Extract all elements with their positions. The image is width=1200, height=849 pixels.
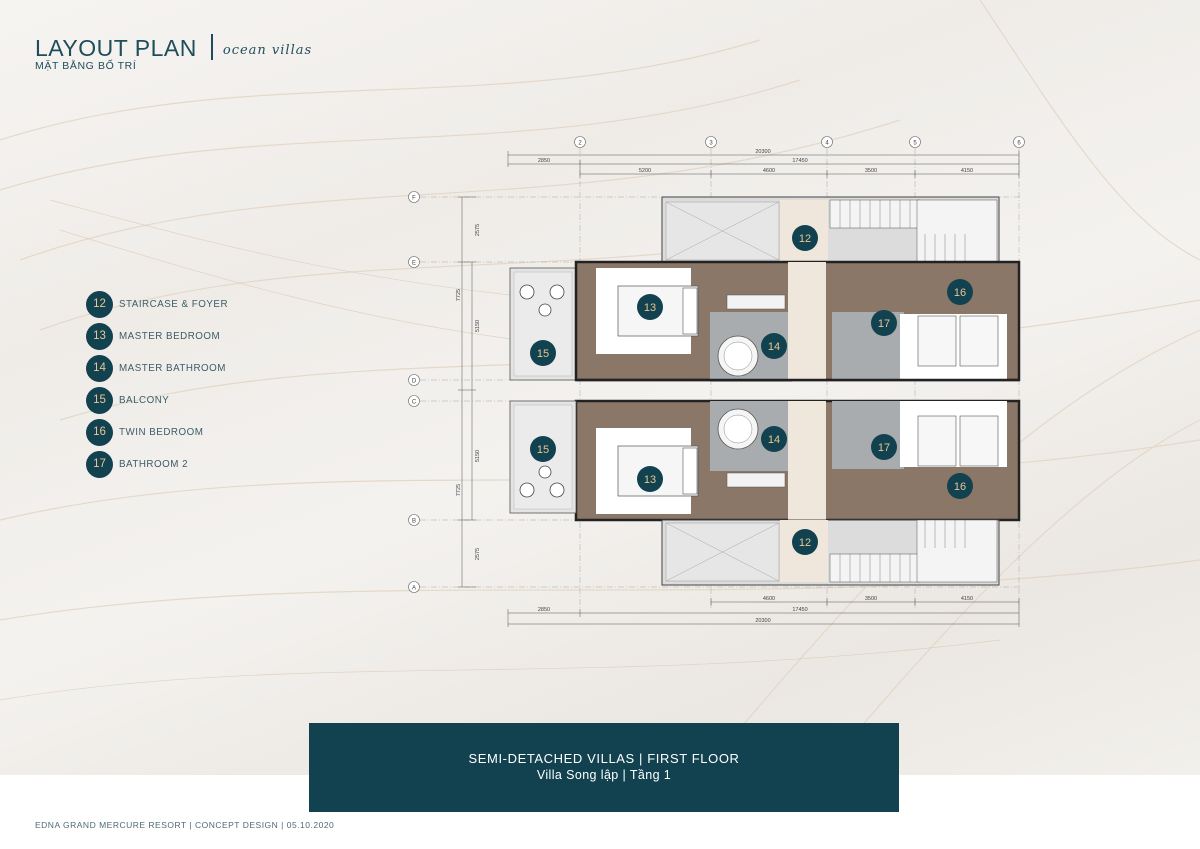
dim-label: 4150 [961, 596, 973, 602]
dim-label: 17450 [792, 158, 807, 164]
dim-label: 3500 [865, 596, 877, 602]
page-subtitle: MẶT BẰNG BỐ TRÍ [35, 60, 137, 72]
dim-label: 4600 [763, 168, 775, 174]
grid-row-label: D [412, 379, 417, 385]
grid-row-label: E [412, 261, 416, 267]
upper-villa-unit [509, 196, 1021, 382]
svg-text:13: 13 [644, 474, 656, 486]
grid-row-label: B [412, 519, 416, 525]
dim-label: 5150 [475, 320, 481, 332]
grid-row-label: A [412, 586, 416, 592]
grid-col-label: 2 [578, 141, 582, 147]
grid-col-label: 3 [709, 141, 713, 147]
legend-label: MASTER BEDROOM [119, 330, 221, 342]
legend-label: BATHROOM 2 [119, 458, 189, 470]
dimension-lines-bottom [507, 598, 1020, 627]
legend-item: 12 STAIRCASE & FOYER [86, 288, 228, 320]
dim-label: 3500 [865, 168, 877, 174]
dim-label: 2575 [475, 548, 481, 560]
room-badge-upper-16: 16 [947, 279, 973, 305]
script-title: ocean villas [222, 43, 313, 58]
feather-background [0, 0, 1200, 775]
grid-row-markers: F E D C B A [408, 191, 420, 593]
room-badge-lower-12: 12 [792, 529, 818, 555]
dim-label: 2850 [538, 158, 550, 164]
svg-text:12: 12 [799, 233, 811, 245]
svg-text:12: 12 [799, 537, 811, 549]
legend-item: 15 BALCONY [86, 384, 228, 416]
room-badge-upper-15: 15 [530, 340, 556, 366]
dim-label: 5200 [639, 168, 651, 174]
legend-item: 16 TWIN BEDROOM [86, 416, 228, 448]
legend-badge: 16 [86, 418, 113, 446]
legend-badge: 12 [86, 290, 113, 318]
room-badge-lower-15: 15 [530, 436, 556, 462]
dim-label: 7725 [456, 289, 462, 301]
legend-badge: 17 [86, 450, 113, 478]
title-divider [210, 34, 213, 60]
svg-text:17: 17 [878, 318, 890, 330]
room-badge-upper-17: 17 [871, 310, 897, 336]
caption-title: SEMI-DETACHED VILLAS | FIRST FLOOR [468, 751, 740, 766]
room-badge-upper-14: 14 [761, 333, 787, 359]
svg-text:16: 16 [954, 287, 966, 299]
room-legend: 12 STAIRCASE & FOYER 13 MASTER BEDROOM 14 M… [86, 288, 228, 480]
legend-badge: 15 [86, 386, 113, 414]
caption-subtitle: Villa Song lập | Tầng 1 [536, 768, 672, 782]
room-badge-upper-12: 12 [792, 225, 818, 251]
room-badge-upper-13: 13 [637, 294, 663, 320]
legend-label: BALCONY [119, 394, 170, 406]
svg-text:17: 17 [878, 442, 890, 454]
legend-label: MASTER BATHROOM [119, 362, 226, 374]
dim-label: 2850 [538, 607, 550, 613]
dim-label: 20300 [755, 149, 770, 155]
room-badge-lower-17: 17 [871, 434, 897, 460]
legend-item: 17 BATHROOM 2 [86, 448, 228, 480]
caption-box: SEMI-DETACHED VILLAS | FIRST FLOOR Villa… [309, 723, 899, 812]
dim-label: 2575 [475, 224, 481, 236]
room-badge-lower-13: 13 [637, 466, 663, 492]
svg-text:13: 13 [644, 302, 656, 314]
dimension-lines-top [507, 151, 1020, 178]
header: LAYOUT PLAN ocean villas MẶT BẰNG BỐ TRÍ [35, 34, 312, 72]
legend-label: TWIN BEDROOM [119, 426, 204, 438]
grid-col-label: 5 [913, 141, 917, 147]
svg-text:14: 14 [768, 341, 780, 353]
dim-label: 7725 [456, 484, 462, 496]
dim-label: 4150 [961, 168, 973, 174]
svg-text:16: 16 [954, 481, 966, 493]
dim-label: 17450 [792, 607, 807, 613]
legend-item: 14 MASTER BATHROOM [86, 352, 228, 384]
svg-text:14: 14 [768, 434, 780, 446]
legend-label: STAIRCASE & FOYER [119, 298, 229, 310]
grid-row-label: F [412, 196, 416, 202]
legend-badge: 13 [86, 322, 113, 350]
svg-text:15: 15 [537, 444, 549, 456]
lower-villa-unit [509, 399, 1021, 586]
room-badge-lower-14: 14 [761, 426, 787, 452]
svg-text:15: 15 [537, 348, 549, 360]
page-title: LAYOUT PLAN [35, 35, 197, 61]
legend-badge: 14 [86, 354, 113, 382]
grid-row-label: C [412, 400, 417, 406]
floor-plan: 2 3 4 5 6 F E D C B A 20300 2850 [408, 136, 1025, 627]
room-badge-lower-16: 16 [947, 473, 973, 499]
dimension-lines-left [458, 196, 476, 588]
grid-col-label: 4 [825, 141, 829, 147]
grid-col-label: 6 [1017, 141, 1021, 147]
dim-label: 4600 [763, 596, 775, 602]
footer-text: EDNA GRAND MERCURE RESORT | CONCEPT DESI… [35, 820, 335, 830]
grid-column-markers: 2 3 4 5 6 [574, 136, 1025, 148]
dim-label: 5150 [475, 450, 481, 462]
legend-item: 13 MASTER BEDROOM [86, 320, 228, 352]
dim-label: 20300 [755, 618, 770, 624]
